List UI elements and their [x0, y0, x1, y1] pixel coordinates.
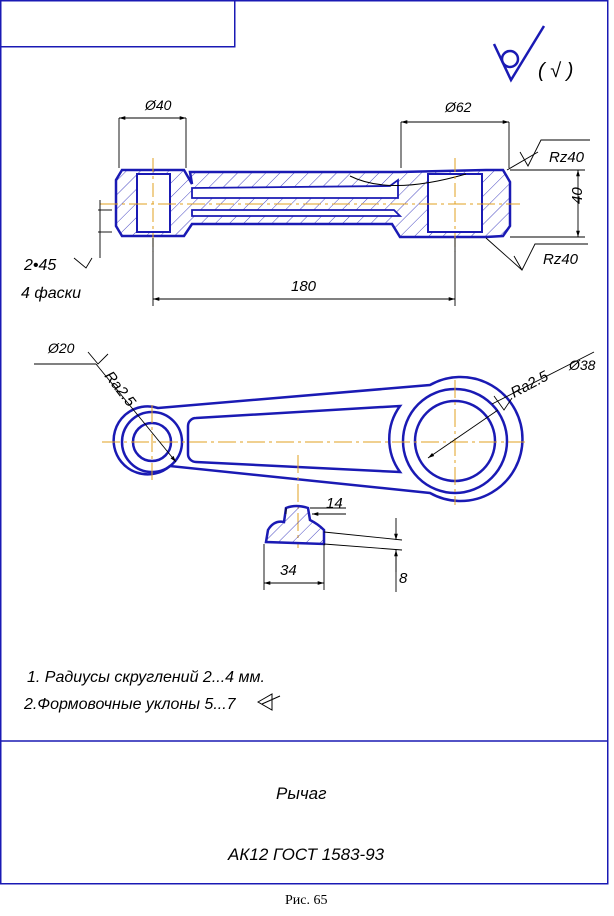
front-view-web-cut [191, 178, 399, 199]
note-draft-angles: 2.Формовочные уклоны 5...7 [23, 696, 237, 713]
dim-rib-width-label: 14 [326, 495, 343, 512]
figure-caption: Рис. 65 [285, 893, 328, 908]
drawing-frame [0, 0, 609, 885]
dim-right-boss-diam [400, 120, 510, 168]
dim-center-distance-label: 180 [291, 278, 317, 295]
dim-left-boss-diam-label: Ø40 [144, 97, 172, 113]
plan-view-inner-pocket [186, 404, 403, 474]
chamfer-leader [73, 200, 112, 269]
dim-large-hole-diam-label: Ø38 [568, 357, 596, 373]
dim-rib-width [285, 507, 346, 516]
plan-view [112, 375, 524, 503]
dim-center-distance [152, 238, 456, 306]
draft-angle-symbol [256, 693, 281, 711]
front-section-view [100, 158, 520, 252]
general-roughness-label: ( √ ) [538, 60, 573, 82]
roughness-large-hole-label: Ra2.5 [508, 367, 552, 401]
roughness-small-hole [34, 351, 177, 463]
dim-section-width-label: 34 [280, 562, 297, 579]
dim-height [510, 169, 585, 238]
roughness-small-hole-label: Ra2.5 [101, 368, 139, 411]
roughness-large-hole [427, 351, 595, 459]
dim-small-hole-diam-label: Ø20 [47, 340, 75, 356]
roughness-top [506, 139, 590, 171]
general-roughness-symbol [492, 25, 546, 83]
roughness-top-label: Rz40 [549, 149, 585, 166]
part-name: Рычаг [276, 784, 327, 803]
dim-section-height-label: 8 [399, 570, 408, 587]
chamfer-spec: 2•45 [23, 257, 56, 274]
plan-view-arm-outline [112, 375, 524, 503]
front-view-web-lower [191, 209, 403, 217]
material-spec: АК12 ГОСТ 1583-93 [227, 845, 385, 864]
dim-section-height [323, 518, 403, 592]
dim-left-boss-diam [118, 116, 187, 168]
rib-section-outline [264, 504, 326, 546]
note-fillet-radii: 1. Радиусы скруглений 2...4 мм. [27, 669, 265, 686]
chamfer-count: 4 фаски [21, 285, 81, 302]
dim-right-boss-diam-label: Ø62 [444, 99, 472, 115]
rib-cross-section [264, 504, 326, 546]
roughness-bottom [485, 237, 588, 271]
corner-stamp-box [0, 0, 236, 48]
plan-view-centerlines [102, 380, 525, 548]
front-view-rib-curve [349, 173, 467, 186]
roughness-bottom-label: Rz40 [543, 251, 579, 268]
dim-height-label: 40 [569, 187, 586, 204]
dim-section-width [263, 544, 325, 590]
